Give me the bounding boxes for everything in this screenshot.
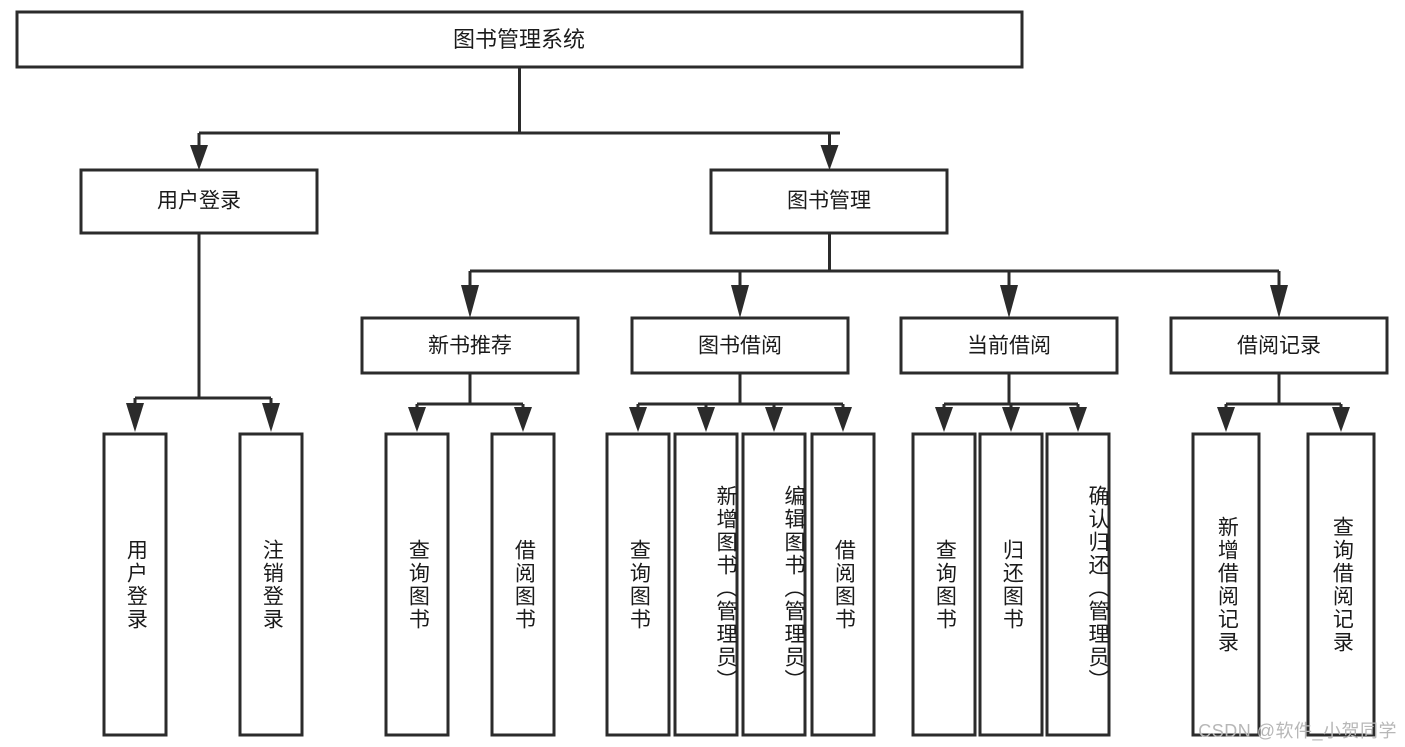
arrow-head-leaf-add-book <box>697 407 715 432</box>
node-new-book-recommend-label: 新书推荐 <box>428 335 512 358</box>
leaf-label-confirm-return: 确认归还（管理员） <box>1086 485 1109 692</box>
leaf-box-add-book[interactable] <box>673 432 739 737</box>
node-book-manage[interactable]: 图书管理 <box>709 168 949 235</box>
leaf-label-borrow-book-2: 借阅图书 <box>832 538 856 631</box>
connector-currentborrow-to-leaves <box>935 373 1087 432</box>
leaf-label-return-book: 归还图书 <box>1000 538 1024 631</box>
node-user-login[interactable]: 用户登录 <box>79 168 319 235</box>
node-current-borrow-label: 当前借阅 <box>967 335 1051 358</box>
leaf-box-user-login[interactable] <box>102 432 168 737</box>
connector-userlogin-to-leaves <box>126 233 280 432</box>
leaf-box-return-book[interactable] <box>978 432 1044 737</box>
arrow-head-leaf-query-book-1 <box>408 407 426 432</box>
node-book-borrow[interactable]: 图书借阅 <box>630 316 850 375</box>
node-new-book-recommend-box[interactable] <box>360 316 580 375</box>
arrow-head-leaf-user-login <box>126 403 144 432</box>
arrow-head-currentborrow <box>1000 285 1018 318</box>
leaf-box-query-book-2[interactable] <box>605 432 671 737</box>
node-new-book-recommend[interactable]: 新书推荐 <box>360 316 580 375</box>
node-borrow-record[interactable]: 借阅记录 <box>1169 316 1389 375</box>
leaf-label-user-logout: 注销登录 <box>260 538 284 631</box>
arrow-head-borrowrecord <box>1270 285 1288 318</box>
arrow-head-leaf-query-book-3 <box>935 407 953 432</box>
arrow-head-bookborrow <box>731 285 749 318</box>
leaf-label-borrow-book-1: 借阅图书 <box>512 538 536 631</box>
arrow-head-leaf-return-book <box>1002 407 1020 432</box>
leaf-label-query-book-2: 查询图书 <box>627 538 651 631</box>
arrow-head-leaf-edit-book <box>765 407 783 432</box>
arrow-head-leaf-borrow-book-2 <box>834 407 852 432</box>
node-user-login-label: 用户登录 <box>157 190 241 213</box>
leaf-box-add-record[interactable] <box>1191 432 1261 737</box>
csdn-watermark: CSDN @软件_小贺同学 <box>1198 721 1397 741</box>
arrow-head-leaf-query-book-2 <box>629 407 647 432</box>
leaf-box-confirm-return[interactable] <box>1045 432 1111 737</box>
node-book-manage-label: 图书管理 <box>787 190 871 213</box>
leaf-box-query-book-3[interactable] <box>911 432 977 737</box>
node-current-borrow[interactable]: 当前借阅 <box>899 316 1119 375</box>
arrow-head-leaf-borrow-book-1 <box>514 407 532 432</box>
connector-borrowrecord-to-leaves <box>1217 373 1350 432</box>
node-book-borrow-label: 图书借阅 <box>698 335 782 358</box>
node-root-box[interactable] <box>15 10 1024 69</box>
arrow-head-book-manage <box>820 145 839 170</box>
leaf-label-query-record: 查询借阅记录 <box>1330 515 1354 654</box>
leaf-label-query-book-3: 查询图书 <box>933 538 957 631</box>
arrow-head-user-login <box>190 145 208 170</box>
leaf-box-edit-book[interactable] <box>741 432 807 737</box>
node-book-manage-box[interactable] <box>709 168 949 235</box>
leaf-label-edit-book: 编辑图书（管理员） <box>782 485 805 692</box>
node-user-login-box[interactable] <box>79 168 319 235</box>
leaf-box-borrow-book-2[interactable] <box>810 432 876 737</box>
leaf-box-borrow-book-1[interactable] <box>490 432 556 737</box>
leaf-label-add-record: 新增借阅记录 <box>1215 515 1239 654</box>
arrow-head-leaf-confirm-return <box>1069 407 1087 432</box>
leaf-box-query-book-1[interactable] <box>384 432 450 737</box>
leaf-label-user-login: 用户登录 <box>124 538 148 631</box>
node-root-label: 图书管理系统 <box>453 27 585 52</box>
node-borrow-record-label: 借阅记录 <box>1237 335 1321 358</box>
connector-bookmanage-to-level3 <box>461 233 1288 318</box>
node-book-borrow-box[interactable] <box>630 316 850 375</box>
arrow-head-newbook <box>461 285 479 318</box>
node-root[interactable]: 图书管理系统 <box>15 10 1024 69</box>
node-borrow-record-box[interactable] <box>1169 316 1389 375</box>
node-current-borrow-box[interactable] <box>899 316 1119 375</box>
leaf-label-add-book: 新增图书（管理员） <box>714 485 737 692</box>
connector-newbook-to-leaves <box>408 373 532 432</box>
leaf-box-query-record[interactable] <box>1306 432 1376 737</box>
connector-root-to-level2 <box>190 67 840 170</box>
connector-bookborrow-to-leaves <box>629 373 852 432</box>
arrow-head-leaf-add-record <box>1217 407 1235 432</box>
arrow-head-leaf-query-record <box>1332 407 1350 432</box>
leaf-box-user-logout[interactable] <box>238 432 304 737</box>
leaf-boxes <box>102 432 1376 737</box>
leaf-label-query-book-1: 查询图书 <box>406 538 430 631</box>
arrow-head-leaf-user-logout <box>262 403 280 432</box>
